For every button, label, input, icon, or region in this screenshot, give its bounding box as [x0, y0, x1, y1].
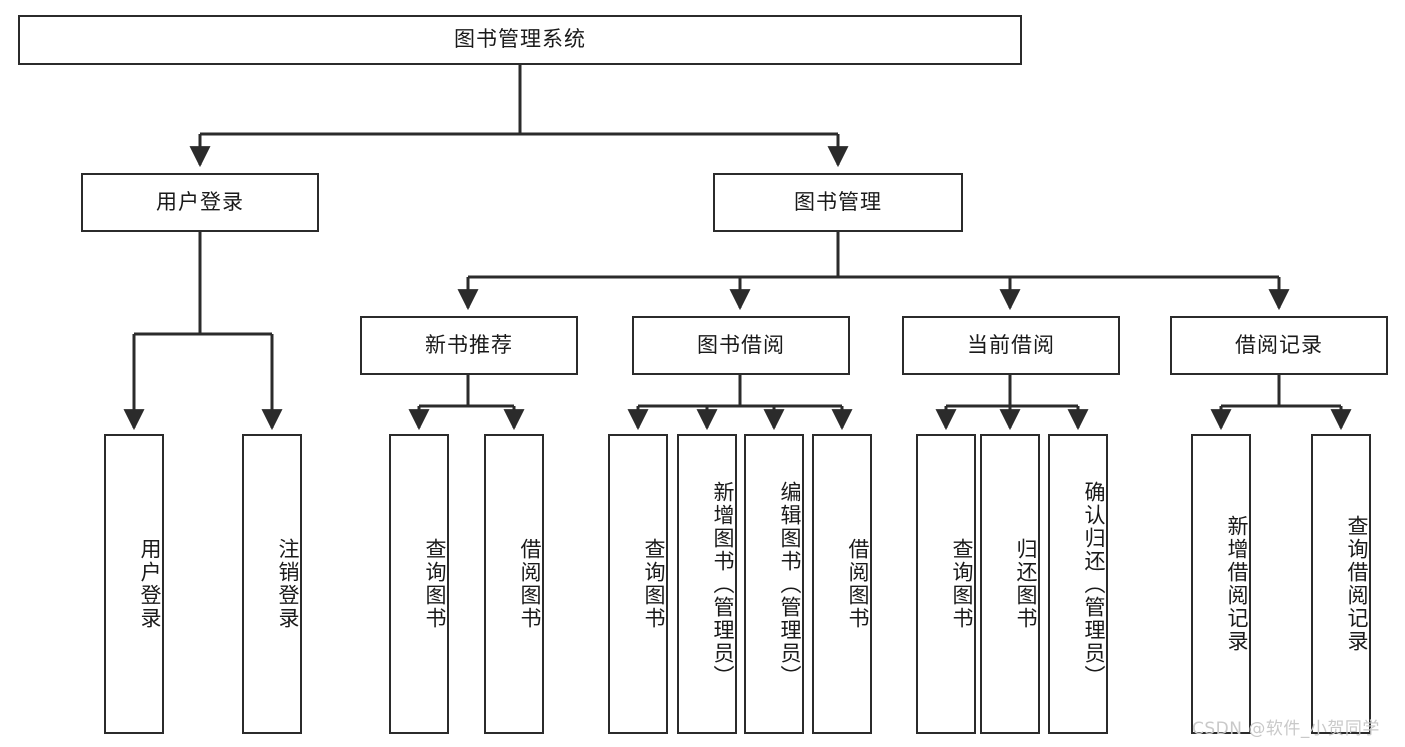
node-label: 用户登录	[138, 538, 162, 630]
node-label: 借阅图书	[518, 538, 542, 630]
node-book-borrow[interactable]: 图书借阅	[632, 316, 850, 375]
node-label: 当前借阅	[967, 332, 1055, 357]
leaf-query-book-new[interactable]: 查询图书	[389, 434, 449, 734]
leaf-borrow-book-borrow[interactable]: 借阅图书	[812, 434, 872, 734]
leaf-return-book[interactable]: 归还图书	[980, 434, 1040, 734]
node-user-login[interactable]: 用户登录	[81, 173, 319, 232]
node-label: 确认归还（管理员）	[1082, 480, 1106, 688]
leaf-add-borrow-record[interactable]: 新增借阅记录	[1191, 434, 1251, 734]
node-label: 新增图书（管理员）	[711, 480, 735, 688]
leaf-edit-book-admin[interactable]: 编辑图书（管理员）	[744, 434, 804, 734]
node-new-book-rec[interactable]: 新书推荐	[360, 316, 578, 375]
leaf-borrow-book-new[interactable]: 借阅图书	[484, 434, 544, 734]
leaf-logout-login[interactable]: 注销登录	[242, 434, 302, 734]
node-label: 图书管理系统	[454, 27, 586, 52]
csdn-watermark: CSDN @软件_小贺同学	[1192, 719, 1380, 739]
leaf-user-login[interactable]: 用户登录	[104, 434, 164, 734]
leaf-query-book-current[interactable]: 查询图书	[916, 434, 976, 734]
node-root[interactable]: 图书管理系统	[18, 15, 1022, 65]
node-borrow-record[interactable]: 借阅记录	[1170, 316, 1388, 375]
node-label: 新增借阅记录	[1225, 515, 1249, 653]
leaf-confirm-return-admin[interactable]: 确认归还（管理员）	[1048, 434, 1108, 734]
leaf-query-borrow-record[interactable]: 查询借阅记录	[1311, 434, 1371, 734]
node-book-manage[interactable]: 图书管理	[713, 173, 963, 232]
node-label: 用户登录	[156, 189, 244, 214]
node-label: 查询图书	[950, 538, 974, 630]
node-label: 编辑图书（管理员）	[778, 480, 802, 688]
node-label: 借阅记录	[1235, 332, 1323, 357]
node-label: 图书管理	[794, 189, 882, 214]
node-label: 查询图书	[423, 538, 447, 630]
node-label: 查询图书	[642, 538, 666, 630]
node-label: 图书借阅	[697, 332, 785, 357]
node-label: 新书推荐	[425, 332, 513, 357]
node-label: 注销登录	[276, 538, 300, 630]
node-label: 借阅图书	[846, 538, 870, 630]
node-current-borrow[interactable]: 当前借阅	[902, 316, 1120, 375]
leaf-add-book-admin[interactable]: 新增图书（管理员）	[677, 434, 737, 734]
leaf-query-book-borrow[interactable]: 查询图书	[608, 434, 668, 734]
node-label: 归还图书	[1014, 538, 1038, 630]
node-label: 查询借阅记录	[1345, 515, 1369, 653]
